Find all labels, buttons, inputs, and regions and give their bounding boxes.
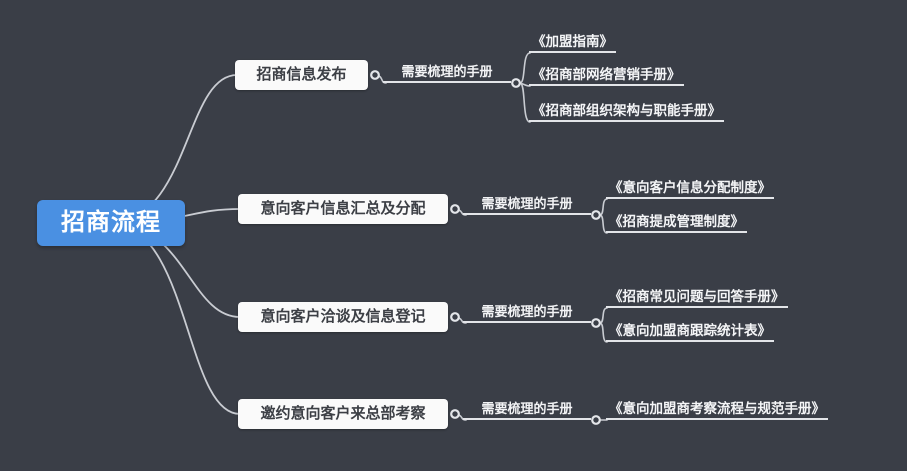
topic-node-client-negotiation[interactable]: 意向客户洽谈及信息登记: [238, 302, 448, 332]
handle-leaf-curves: [519, 52, 608, 421]
leaf-node-visit-process-manual[interactable]: 《意向加盟商考察流程与规范手册》: [606, 400, 828, 420]
leaf-node-join-guide[interactable]: 《加盟指南》: [529, 33, 616, 53]
leaf-node-network-marketing-manual[interactable]: 《招商部网络营销手册》: [529, 66, 684, 86]
topic-node-release-info[interactable]: 招商信息发布: [235, 60, 368, 90]
handle-node-1[interactable]: 需要梳理的手册: [383, 63, 511, 83]
topic-node-invite-visit[interactable]: 邀约意向客户来总部考察: [238, 399, 448, 429]
leaf-node-tracking-stats-table[interactable]: 《意向加盟商跟踪统计表》: [606, 322, 774, 342]
topic-node-client-info-assign[interactable]: 意向客户信息汇总及分配: [238, 194, 448, 224]
leaf-node-commission-policy[interactable]: 《招商提成管理制度》: [606, 213, 747, 233]
leaf-node-faq-manual[interactable]: 《招商常见问题与回答手册》: [606, 288, 788, 308]
handle-node-3[interactable]: 需要梳理的手册: [463, 303, 591, 323]
handle-node-2[interactable]: 需要梳理的手册: [463, 195, 591, 215]
connector-dots: [370, 70, 601, 425]
root-node[interactable]: 招商流程: [37, 200, 185, 246]
leaf-node-client-info-assign-policy[interactable]: 《意向客户信息分配制度》: [606, 179, 774, 199]
leaf-node-org-structure-manual[interactable]: 《招商部组织架构与职能手册》: [529, 102, 724, 122]
handle-node-4[interactable]: 需要梳理的手册: [463, 400, 591, 420]
topic-handle-curves: [378, 75, 467, 421]
